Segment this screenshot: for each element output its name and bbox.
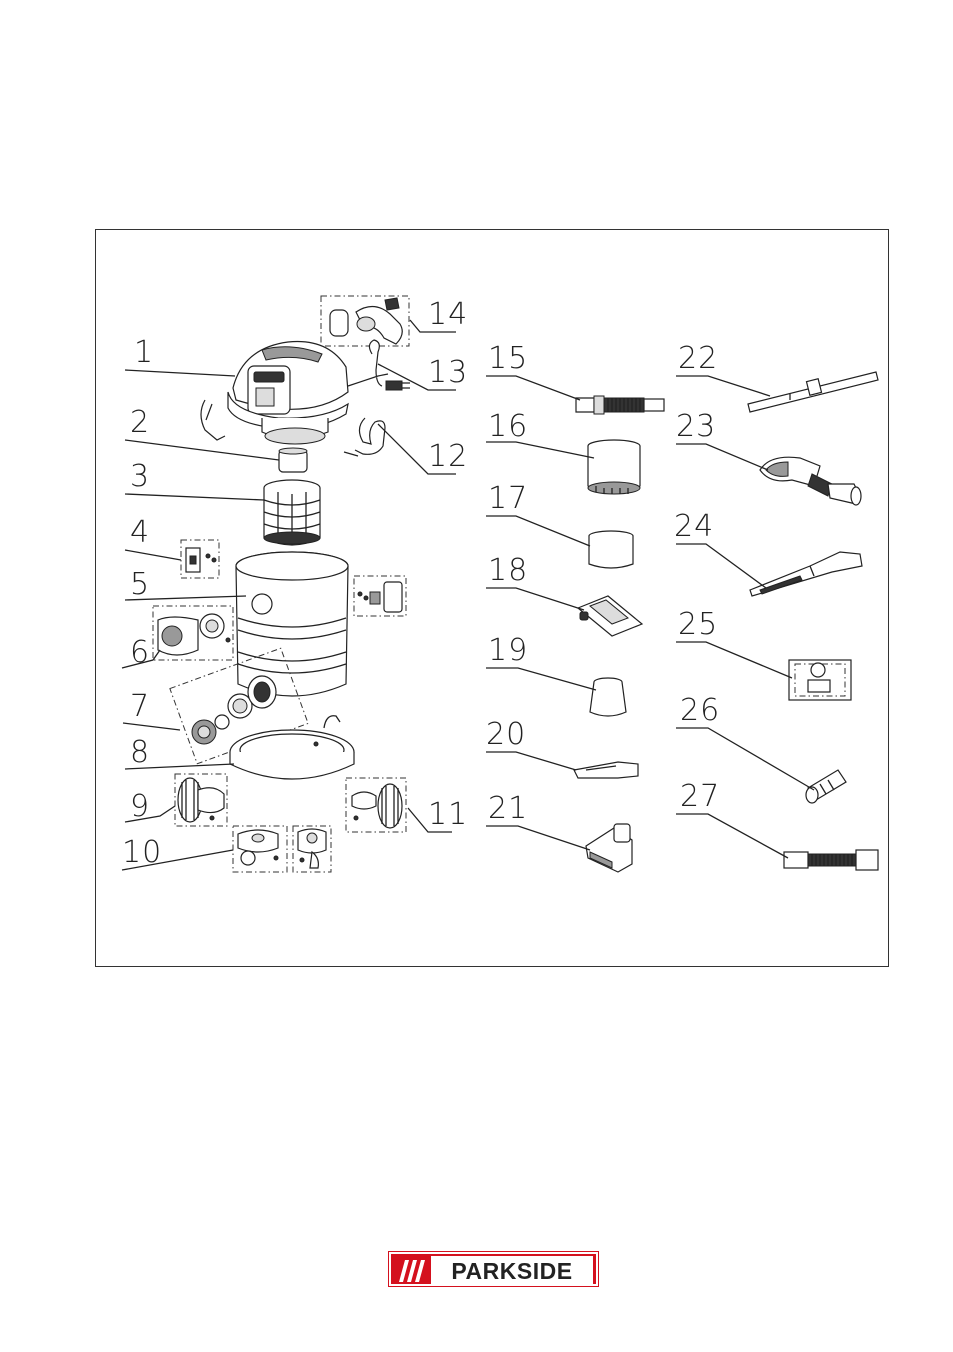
label-7: 7 (130, 689, 150, 724)
label-20: 20 (486, 717, 526, 752)
part-19-brush-nozzle (589, 677, 627, 717)
label-6: 6 (130, 635, 150, 670)
label-18: 18 (488, 553, 528, 588)
part-17-filter-sleeve (588, 530, 634, 569)
part-13-power-cord (347, 339, 410, 391)
part-9-castor-left (174, 773, 228, 827)
label-26: 26 (680, 693, 720, 728)
label-3: 3 (130, 459, 150, 494)
leader-lines (121, 319, 815, 871)
label-14: 14 (428, 297, 468, 332)
part-18-nozzle (576, 595, 644, 637)
brand-name: PARKSIDE (451, 1257, 573, 1284)
part-5-tank (235, 551, 407, 697)
part-1-motor-head (200, 340, 349, 445)
logo-slashes-icon (399, 1260, 425, 1282)
label-17: 17 (488, 481, 528, 516)
label-15: 15 (488, 341, 528, 376)
label-5: 5 (130, 567, 150, 602)
part-12-clip (343, 417, 386, 457)
label-24: 24 (674, 509, 714, 544)
label-25: 25 (678, 607, 718, 642)
label-1: 1 (134, 335, 154, 370)
label-13: 13 (428, 355, 468, 390)
part-4-bracket (180, 539, 220, 579)
part-20-crevice-tool (573, 761, 639, 779)
logo-wordmark: PARKSIDE (431, 1256, 593, 1286)
label-12: 12 (428, 439, 468, 474)
part-2-filter-sponge (278, 447, 308, 473)
label-16: 16 (488, 409, 528, 444)
part-25-dust-bag (788, 659, 852, 701)
label-4: 4 (130, 515, 150, 550)
part-8-base (229, 715, 355, 780)
part-23-handle (759, 456, 862, 506)
part-15-hose-adapter (575, 395, 665, 415)
part-24-wide-nozzle (749, 551, 863, 597)
part-10-castors (232, 825, 332, 873)
part-27-hose (783, 849, 879, 871)
label-23: 23 (676, 409, 716, 444)
label-2: 2 (130, 405, 150, 440)
parkside-logo: PARKSIDE (388, 1251, 599, 1287)
part-26-adapter (805, 769, 847, 804)
label-27: 27 (680, 779, 720, 814)
label-11: 11 (428, 797, 468, 832)
label-9: 9 (130, 789, 150, 824)
part-14-switch-assembly (320, 295, 410, 347)
part-6-inlet-cover (152, 605, 234, 661)
label-10: 10 (122, 835, 162, 870)
part-21-upholstery-nozzle (585, 823, 633, 873)
part-22-extension-tubes (747, 371, 879, 413)
label-22: 22 (678, 341, 718, 376)
part-number-labels: 1 2 3 4 5 6 7 8 9 10 11 12 13 14 15 16 1… (122, 297, 720, 870)
label-8: 8 (130, 735, 150, 770)
diagram-frame (95, 229, 889, 967)
part-16-cartridge-filter (587, 439, 641, 495)
label-21: 21 (488, 791, 528, 826)
part-3-filter-cage (263, 479, 321, 546)
label-19: 19 (488, 633, 528, 668)
part-11-castor-right (345, 777, 407, 833)
